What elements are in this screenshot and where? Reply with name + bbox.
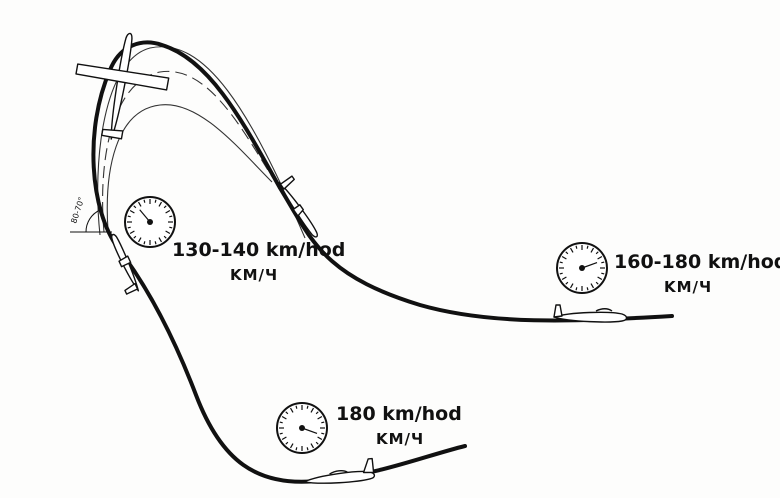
glider-descending (278, 175, 318, 238)
alt-trajectory-narrow (106, 104, 273, 231)
glider-climbing (111, 233, 140, 295)
gauge-tick (137, 237, 142, 243)
gauge-tick (569, 283, 574, 289)
gauge-tick (561, 276, 567, 281)
gauge-tick (169, 215, 173, 218)
gauge-tick (575, 287, 578, 291)
gauge-tick (315, 441, 319, 445)
gauge-tick (317, 436, 323, 441)
gauge-tick (281, 436, 287, 441)
airspeed-gauge-exit (556, 242, 608, 294)
gauge-tick (289, 443, 294, 449)
gauge-tick (163, 205, 167, 209)
gauge-tick (321, 432, 325, 435)
gauge-tick (154, 241, 157, 245)
alt-trajectory-wide (97, 46, 306, 239)
gauge-tick (590, 247, 595, 253)
glider-level-exit (553, 304, 628, 323)
gauge-tick (289, 407, 294, 413)
glider-vertical (75, 32, 170, 140)
gauge-tick (127, 215, 131, 218)
gauge-tick (597, 255, 603, 260)
gauge-tick (143, 241, 146, 245)
gauge-tick (163, 235, 167, 239)
gauge-tick (561, 255, 567, 260)
gauge-tick (295, 447, 298, 451)
gauge-tick (169, 226, 173, 229)
speed-label-exit: 160-180 km/hod (614, 251, 780, 273)
gauge-tick (595, 281, 599, 285)
gauge-tick (129, 230, 135, 235)
gauge-tick (158, 237, 163, 243)
gauge-tick (317, 415, 323, 420)
gauge-tick (310, 407, 315, 413)
gauge-tick (295, 405, 298, 409)
airspeed-gauge-pull-up (124, 196, 176, 248)
gauge-tick (315, 411, 319, 415)
gauge-tick (586, 287, 589, 291)
gauge-tick (129, 209, 135, 214)
gauge-tick (281, 415, 287, 420)
gauge-tick (154, 199, 157, 203)
gauge-tick (279, 421, 283, 424)
gauge-tick (565, 251, 569, 255)
gauge-tick (306, 447, 309, 451)
airspeed-gauge-entry (276, 402, 328, 454)
gauge-tick (559, 261, 563, 264)
gauge-tick (569, 247, 574, 253)
unit-label-pull-up: KM/Ч (230, 266, 278, 284)
gauge-tick (127, 226, 131, 229)
entry-angle-label: 80-70° (69, 196, 86, 225)
glider-level-entry (303, 457, 376, 484)
gauge-tick (601, 261, 605, 264)
gauge-tick (133, 235, 137, 239)
gauge-tick (601, 272, 605, 275)
gauge-tick (285, 441, 289, 445)
gauge-tick (285, 411, 289, 415)
gauge-tick (590, 283, 595, 289)
gauge-tick (165, 230, 171, 235)
gauge-tick (321, 421, 325, 424)
gauge-tick (143, 199, 146, 203)
unit-label-exit: KM/Ч (664, 278, 712, 296)
gauge-tick (586, 245, 589, 249)
alt-trajectory-dashed (102, 70, 279, 233)
speed-label-entry: 180 km/hod (336, 403, 462, 425)
gauge-tick (137, 201, 142, 207)
gauge-tick (559, 272, 563, 275)
unit-label-entry: KM/Ч (376, 430, 424, 448)
gauge-tick (133, 205, 137, 209)
gauge-tick (575, 245, 578, 249)
gauge-tick (565, 281, 569, 285)
gauge-tick (158, 201, 163, 207)
speed-label-pull-up: 130-140 km/hod (172, 239, 345, 261)
gauge-tick (165, 209, 171, 214)
gauge-tick (595, 251, 599, 255)
gauge-tick (310, 443, 315, 449)
gauge-tick (306, 405, 309, 409)
gauge-tick (279, 432, 283, 435)
gauge-tick (597, 276, 603, 281)
